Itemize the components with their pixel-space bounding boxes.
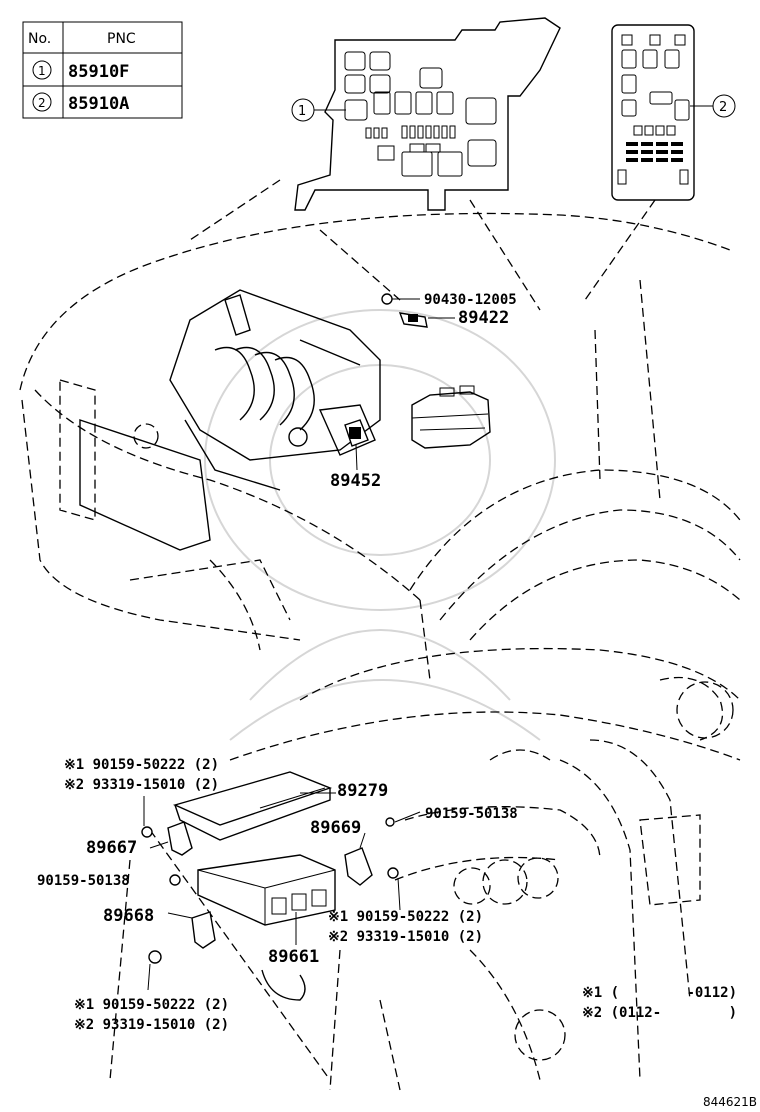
label-89668: 89668 (103, 906, 154, 926)
sensor-89422 (381, 293, 455, 328)
label-89422: 89422 (458, 308, 509, 328)
label-90159-50138-left: 90159-50138 (37, 873, 130, 889)
table-row-2-no: 2 (38, 96, 46, 110)
label-ref-mid-2: ※2 93319-15010 (2) (328, 929, 483, 945)
ecu-89661 (197, 854, 336, 945)
bracket-89669 (344, 811, 421, 911)
table-row-1-no: 1 (38, 64, 46, 78)
callout-1-number: 1 (298, 104, 306, 119)
label-ref-mid-1: ※1 90159-50222 (2) (328, 909, 483, 925)
engine-ecu-box (411, 385, 491, 449)
label-90159-50138-right: 90159-50138 (425, 806, 518, 822)
grille (79, 419, 211, 551)
instrument-gauges (133, 423, 734, 1061)
label-ref-top-2: ※2 93319-15010 (2) (64, 777, 219, 793)
label-89279: 89279 (337, 781, 388, 801)
legend-line-1: ※1 ( -0112) (582, 985, 737, 1001)
table-row-2-pnc: 85910A (68, 94, 129, 114)
callout-2-number: 2 (719, 100, 727, 115)
label-ref-bot-2: ※2 93319-15010 (2) (74, 1017, 229, 1033)
table-row-1-pnc: 85910F (68, 62, 129, 82)
bracket-89668 (147, 874, 216, 991)
junction-block-1 (294, 17, 561, 211)
relay-grid (626, 142, 683, 162)
figure-id: 844621B (703, 1095, 757, 1109)
label-89669: 89669 (310, 818, 361, 838)
callout-1: 1 (291, 98, 346, 122)
car-body-outline (19, 212, 741, 1091)
label-89452: 89452 (330, 471, 381, 491)
pnc-table: No. PNC 1 85910F 2 85910A (22, 21, 183, 119)
label-89667: 89667 (86, 838, 137, 858)
engine-assembly (169, 289, 381, 491)
junction-block-2 (611, 24, 695, 201)
bracket-89667 (141, 796, 193, 856)
table-header-pnc: PNC (107, 31, 136, 47)
label-ref-top-1: ※1 90159-50222 (2) (64, 757, 219, 773)
table-header-no: No. (28, 31, 51, 47)
fuse-row (365, 125, 456, 139)
callout-2: 2 (690, 94, 736, 118)
label-89661: 89661 (268, 947, 319, 967)
ecu-cover-89279 (172, 771, 336, 841)
label-90430-12005: 90430-12005 (424, 292, 517, 308)
legend-line-2: ※2 (0112- ) (582, 1005, 737, 1021)
label-ref-bot-1: ※1 90159-50222 (2) (74, 997, 229, 1013)
